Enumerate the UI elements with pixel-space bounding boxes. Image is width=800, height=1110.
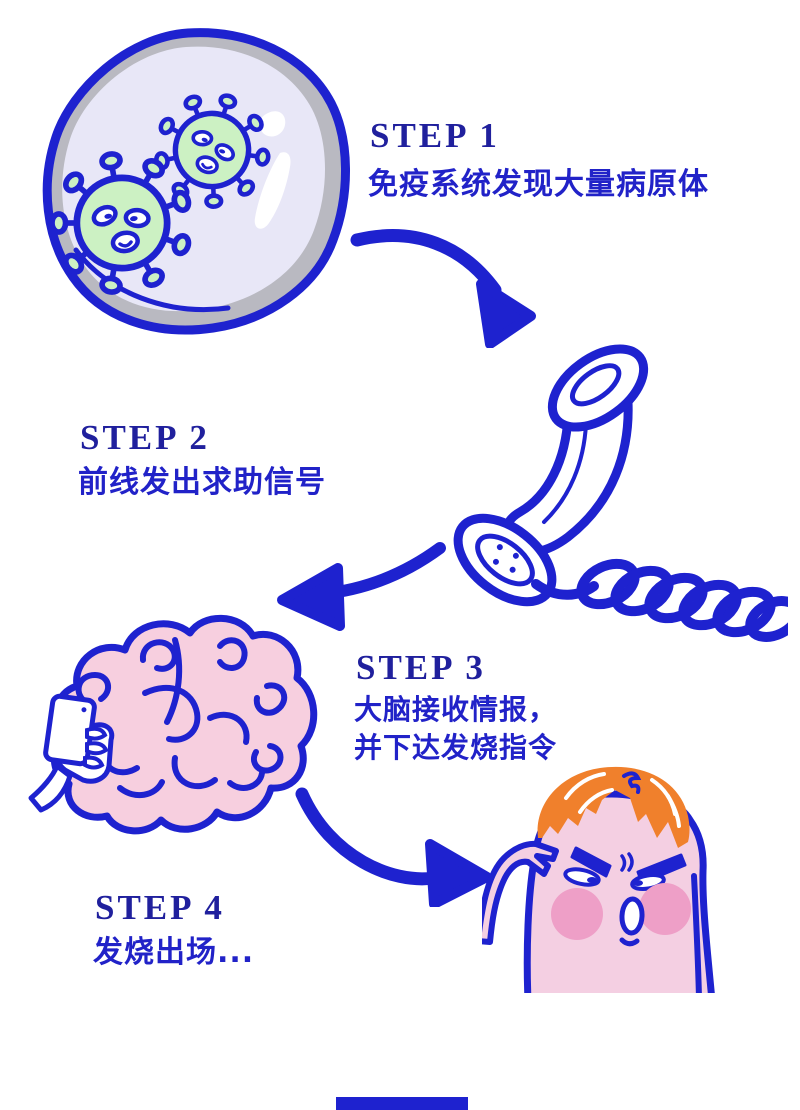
brain-folds <box>75 637 288 799</box>
cheek-blush <box>639 883 691 935</box>
step3-text-line2: 并下达发烧指令 <box>354 731 558 764</box>
brow-wrinkles <box>620 852 634 872</box>
mouth <box>619 937 640 947</box>
nose <box>619 896 645 936</box>
phone-cord <box>531 558 788 642</box>
telephone-handset-icon <box>453 344 788 642</box>
step4-text: 发烧出场... <box>93 935 255 970</box>
fever-character-illustration <box>482 766 715 993</box>
step2-text: 前线发出求助信号 <box>78 465 326 500</box>
brain-body <box>51 614 318 835</box>
step1-label: STEP 1 <box>370 116 500 155</box>
brain-illustration <box>28 614 318 835</box>
arrow-down-right-icon <box>350 229 536 348</box>
salute-arm <box>482 840 559 945</box>
step4-label: STEP 4 <box>95 888 225 927</box>
step3-label: STEP 3 <box>356 648 486 687</box>
handset-accent-line <box>542 422 588 524</box>
arrow-down-left-icon <box>277 542 446 631</box>
hair-highlights <box>564 772 681 828</box>
cheek-blush <box>551 888 603 940</box>
bottom-divider-bar <box>336 1097 468 1110</box>
character-arm-line <box>691 873 702 993</box>
hand-fingers <box>83 726 109 770</box>
hand-wrist <box>28 763 73 813</box>
hair-squiggle <box>622 771 642 794</box>
cell-inner-line <box>73 247 231 313</box>
cell-illustration <box>28 28 350 335</box>
cell-highlight-small <box>259 111 286 137</box>
step1-text: 免疫系统发现大量病原体 <box>368 167 709 202</box>
cell-highlight-long <box>254 152 291 229</box>
step2-label: STEP 2 <box>80 418 210 457</box>
handset-earpiece <box>547 344 649 432</box>
step3-text-line1: 大脑接收情报， <box>354 693 558 726</box>
arrow-right-icon <box>295 787 492 907</box>
